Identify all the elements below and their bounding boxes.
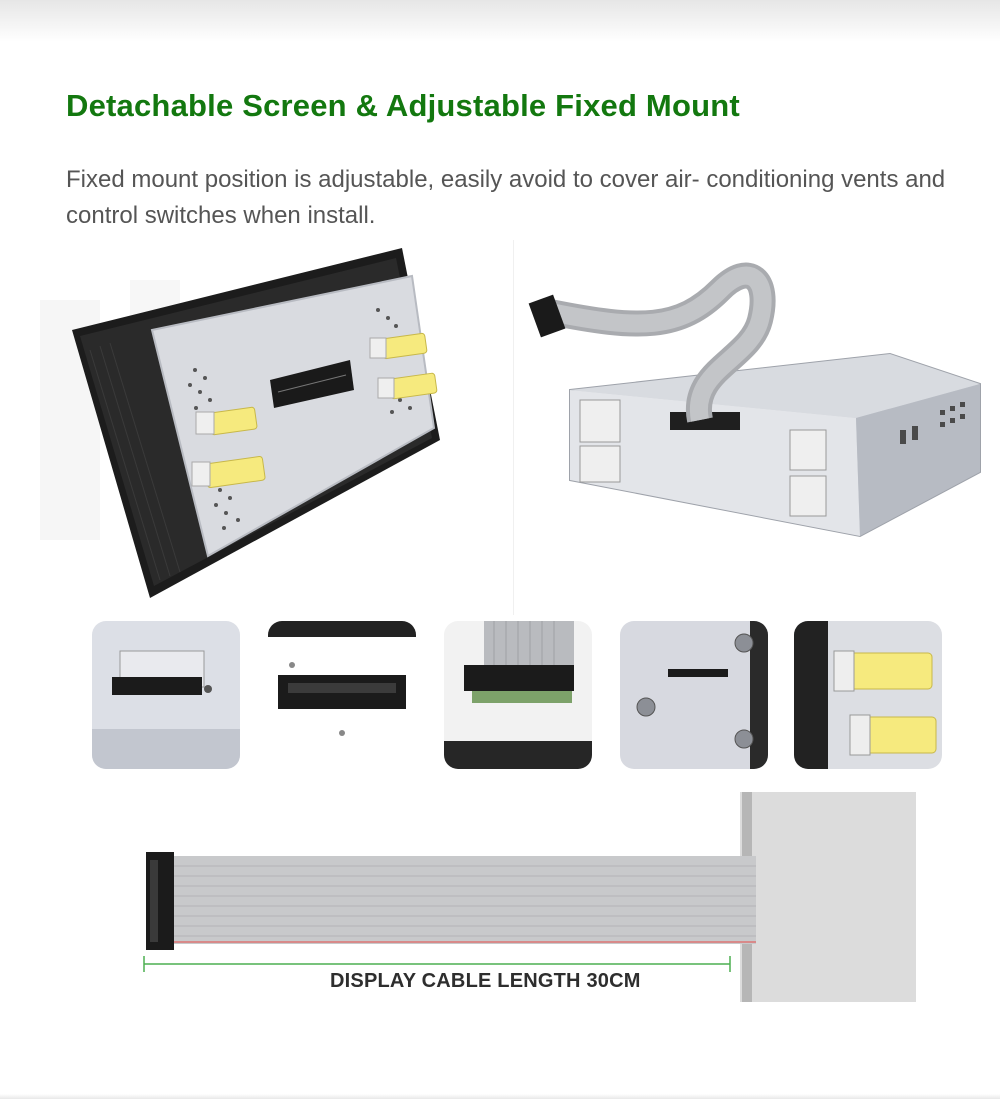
thumbnail-connector-port (92, 621, 240, 769)
thumbnail-back-connector (268, 621, 416, 769)
cable-length-diagram (130, 790, 920, 1005)
thumbnail-panel-slot (620, 621, 768, 769)
fixed-mount-photo (520, 250, 990, 550)
photo-divider (513, 240, 514, 615)
page-title: Detachable Screen & Adjustable Fixed Mou… (66, 88, 740, 123)
bottom-gradient-bar (0, 1094, 1000, 1099)
cable-length-label: DISPLAY CABLE LENGTH 30CM (330, 970, 641, 992)
thumbnail-ribbon-plug (444, 621, 592, 769)
top-gradient-bar (0, 0, 1000, 42)
page-description: Fixed mount position is adjustable, easi… (66, 166, 946, 229)
screen-back-photo (20, 240, 500, 620)
thumbnail-yellow-mounts (794, 621, 942, 769)
